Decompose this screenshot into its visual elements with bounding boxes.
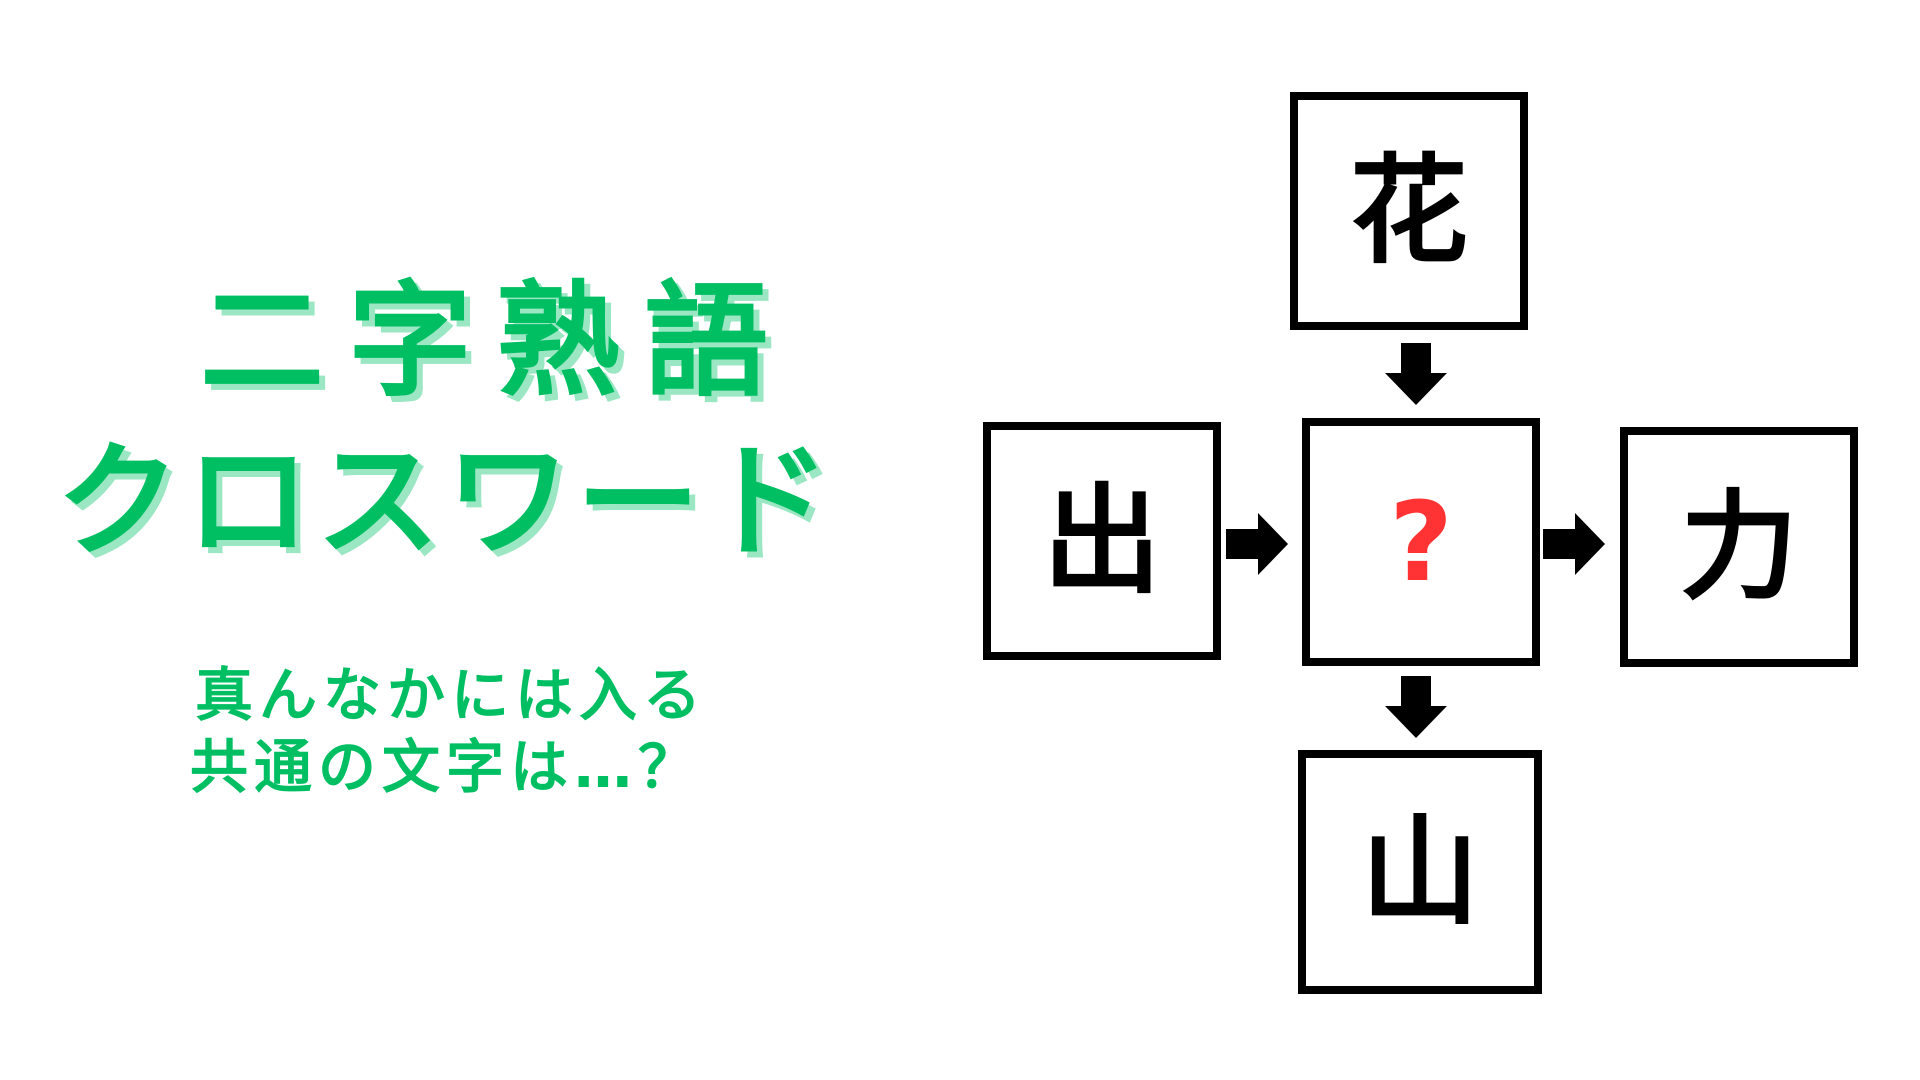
title-line-1: 二字熟語: [200, 270, 793, 414]
cell-center-answer: ?: [1302, 418, 1540, 666]
arrow-down-icon: [1385, 676, 1447, 740]
arrow-right-icon: [1543, 513, 1607, 575]
cell-top-char: 花: [1349, 142, 1468, 280]
subtitle-line-1: 真んなかには入る: [195, 661, 708, 729]
arrow-down-icon: [1385, 343, 1447, 407]
cell-bottom-char: 山: [1360, 803, 1479, 941]
cell-left: 出: [983, 422, 1221, 660]
question-mark: ?: [1389, 478, 1453, 606]
cell-right-char: 力: [1679, 478, 1798, 616]
title-line-2: クロスワード: [56, 430, 837, 574]
cell-bottom: 山: [1298, 750, 1542, 994]
cell-top: 花: [1290, 92, 1528, 330]
cell-right: 力: [1620, 427, 1858, 667]
subtitle-line-2: 共通の文字は…？: [190, 733, 703, 801]
cell-left-char: 出: [1042, 472, 1161, 610]
arrow-right-icon: [1226, 513, 1290, 575]
